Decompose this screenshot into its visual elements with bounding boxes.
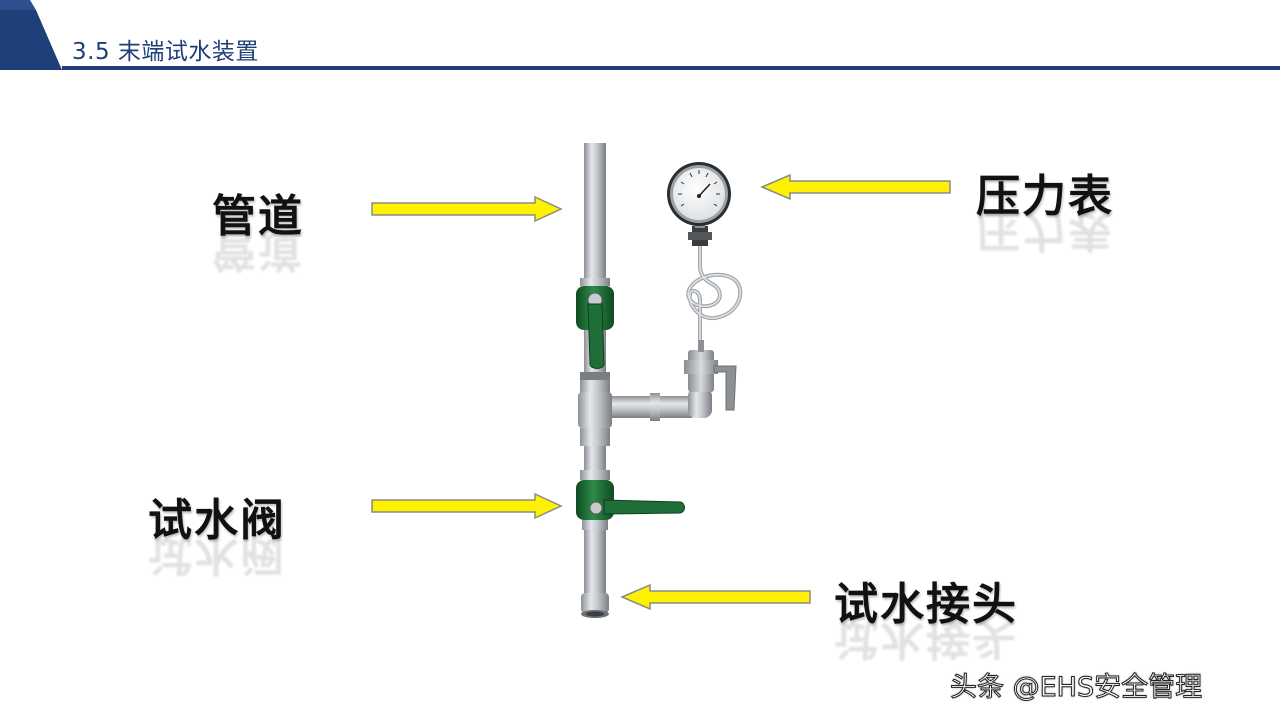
pressure-gauge-ticks — [678, 170, 720, 207]
gauge-valve-handle — [713, 365, 737, 411]
branch-elbow — [688, 388, 712, 418]
arrow-pressure-gauge — [760, 173, 951, 201]
gauge-fitting-nut — [688, 232, 712, 240]
label-pipe-reflection: 管道 — [212, 224, 304, 275]
pressure-gauge-needle — [698, 183, 711, 197]
label-pipe: 管道 — [212, 191, 304, 242]
label-test-valve-reflection: 试水阀 — [148, 528, 286, 579]
arrow-test-connector — [620, 583, 811, 611]
pipe-coupling — [580, 378, 610, 394]
gauge-valve-nut — [684, 360, 718, 374]
watermark: 头条 @EHS安全管理 — [949, 672, 1203, 704]
slide-title: 3.5 末端试水装置 — [72, 39, 259, 65]
label-test-connector: 试水接头 — [834, 579, 1018, 630]
upper-valve-handle — [587, 303, 605, 369]
pipe-tee — [578, 392, 612, 428]
gauge-valve-stem — [698, 340, 704, 352]
pipe-coupling — [582, 520, 608, 530]
upper-valve-collar — [580, 372, 610, 380]
test-connector — [581, 593, 609, 613]
header-corner-accent — [0, 0, 62, 70]
label-pressure-gauge: 压力表 — [976, 171, 1114, 222]
siphon-coil — [686, 245, 743, 340]
arrow-pipe — [371, 195, 563, 223]
label-pressure-gauge-reflection: 压力表 — [976, 204, 1114, 255]
test-valve-stem — [589, 501, 603, 515]
pipe-coupling — [580, 470, 610, 480]
pipe-coupling — [580, 278, 610, 286]
branch-coupling — [650, 393, 660, 421]
header-divider — [62, 66, 1280, 70]
test-valve-handle — [603, 499, 685, 515]
label-test-valve: 试水阀 — [148, 495, 286, 546]
pipe-coupling — [580, 428, 610, 446]
arrow-test-valve — [371, 492, 563, 520]
